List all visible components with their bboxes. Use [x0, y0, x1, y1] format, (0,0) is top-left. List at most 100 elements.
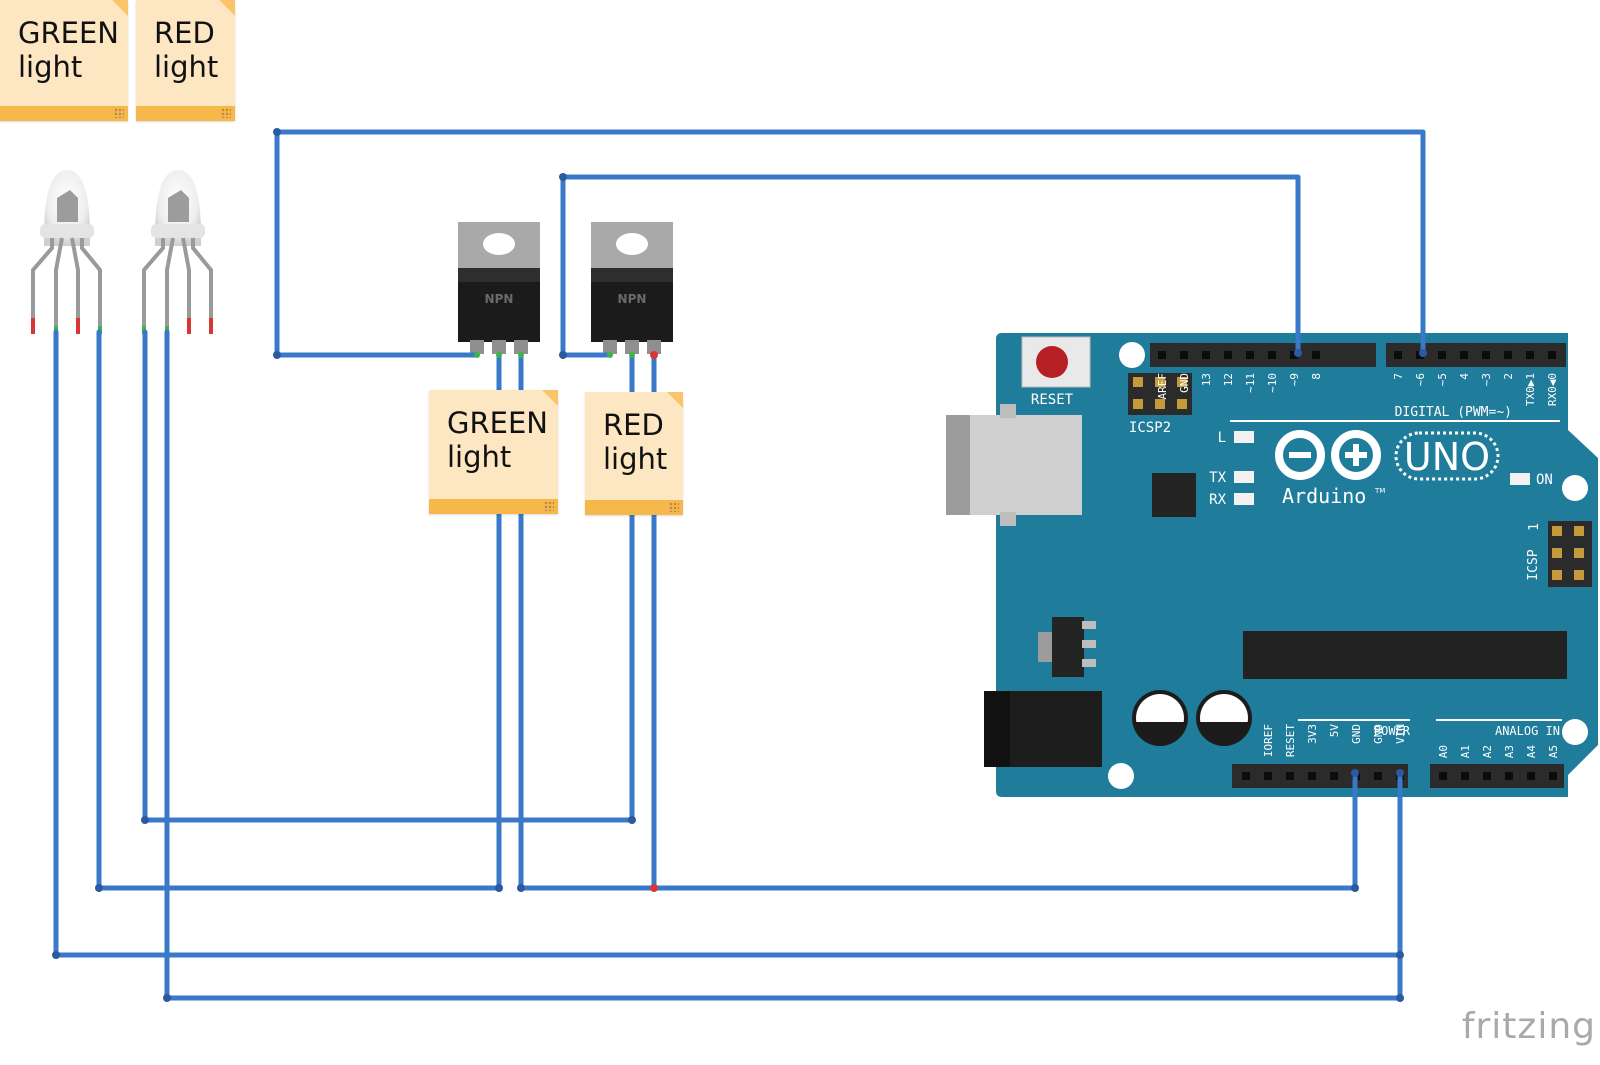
junction-red — [650, 884, 658, 892]
arduino-uno-board: RESET ICSP2 L TX RX ON — [946, 333, 1598, 797]
digital-pin — [1394, 351, 1402, 359]
digital-pin — [1290, 351, 1298, 359]
digital-pin — [1438, 351, 1446, 359]
digital-pin-label: TX0▶1 — [1524, 373, 1537, 406]
wire-pin11-to-t2-base — [560, 174, 1301, 358]
led-rx — [1234, 493, 1254, 505]
digital-pin-label: ~5 — [1436, 373, 1449, 386]
icsp-label: ICSP — [1526, 549, 1541, 580]
digital-pin-label: AREF — [1156, 373, 1169, 400]
green-endpoints — [474, 352, 635, 358]
led-on-label: ON — [1536, 472, 1553, 488]
led-l — [1234, 431, 1254, 443]
mounting-hole — [1562, 475, 1588, 501]
power-pin — [1286, 772, 1294, 780]
digital-pin — [1548, 351, 1556, 359]
reset-label: RESET — [1031, 392, 1074, 408]
digital-pin — [1224, 351, 1232, 359]
power-pin-label: GND — [1350, 724, 1363, 744]
digital-pin — [1526, 351, 1534, 359]
digital-pin-label: GND — [1178, 373, 1191, 393]
icsp2-label: ICSP2 — [1129, 420, 1171, 436]
digital-pin-label: ~6 — [1414, 373, 1427, 386]
note-top-red-text: RED light — [154, 16, 219, 84]
icsp2-header — [1128, 373, 1192, 415]
analog-section-label: ANALOG IN — [1495, 724, 1560, 738]
digital-pin-label: ~9 — [1288, 373, 1301, 386]
mounting-hole — [1119, 342, 1145, 368]
digital-header-low — [1386, 343, 1566, 367]
reset-button[interactable] — [1036, 346, 1068, 378]
digital-pin — [1504, 351, 1512, 359]
capacitor-2 — [1196, 690, 1252, 746]
digital-pin-label: 2 — [1502, 373, 1515, 380]
led-tx-label: TX — [1209, 470, 1226, 486]
usb-chip — [1152, 473, 1196, 517]
analog-pin — [1505, 772, 1513, 780]
power-pin — [1264, 772, 1272, 780]
digital-pin — [1246, 351, 1254, 359]
note-top-red[interactable]: RED light — [136, 0, 235, 121]
digital-pin-label: 13 — [1200, 373, 1213, 386]
digital-pin — [1158, 351, 1166, 359]
led-tx — [1234, 471, 1254, 483]
digital-pin-label: 12 — [1222, 373, 1235, 386]
uno-label: UNO — [1404, 435, 1490, 479]
note-mid-red[interactable]: RED light — [585, 392, 683, 515]
wire-t1-collector-led1 — [96, 329, 502, 891]
wire-gnd-emitters — [518, 352, 1358, 891]
npn-transistor-2: NPN — [591, 222, 673, 354]
analog-pin-label: A1 — [1459, 745, 1472, 758]
power-pin-nc — [1242, 772, 1250, 780]
digital-pin — [1180, 351, 1188, 359]
note-top-green[interactable]: GREEN light — [0, 0, 128, 121]
mounting-hole — [1108, 763, 1134, 789]
power-pin-label: GND — [1372, 724, 1385, 744]
digital-section-label: DIGITAL (PWM=~) — [1395, 405, 1512, 420]
power-pin — [1308, 772, 1316, 780]
digital-pin-label: RX0◀0 — [1546, 373, 1559, 406]
arduino-logo-icon — [1275, 430, 1381, 480]
t2-emitter-red-end — [650, 351, 658, 359]
regulator-tab — [1038, 632, 1054, 662]
analog-pin — [1527, 772, 1535, 780]
icsp-pin1-label: 1 — [1527, 523, 1542, 531]
wire-endpoints — [52, 128, 1427, 1002]
voltage-regulator — [1052, 617, 1084, 677]
transistor-1-label: NPN — [485, 292, 514, 306]
note-mid-red-text: RED light — [603, 408, 668, 476]
power-pin — [1374, 772, 1382, 780]
power-pin-label: 3V3 — [1306, 724, 1319, 744]
power-pin-label: RESET — [1284, 724, 1297, 757]
power-pin-label: VIN — [1394, 724, 1407, 744]
digital-pin — [1482, 351, 1490, 359]
digital-pin-label: ~10 — [1266, 373, 1279, 393]
arduino-brand-label: Arduino — [1282, 484, 1366, 508]
mcu-chip — [1243, 631, 1567, 679]
analog-pin-label: A5 — [1547, 745, 1560, 758]
analog-pin — [1549, 772, 1557, 780]
digital-pin — [1202, 351, 1210, 359]
note-mid-green[interactable]: GREEN light — [429, 390, 558, 514]
wire-vin-led2 — [164, 329, 1403, 1001]
rgb-led-1 — [31, 170, 102, 334]
digital-pin-label: 4 — [1458, 373, 1471, 380]
power-pin-label: 5V — [1328, 724, 1341, 738]
led-rx-label: RX — [1209, 492, 1226, 508]
analog-pin-label: A0 — [1437, 745, 1450, 758]
led-l-label: L — [1218, 430, 1226, 446]
analog-pin-label: A2 — [1481, 745, 1494, 758]
power-section-label: POWER — [1374, 724, 1411, 738]
analog-pin-label: A3 — [1503, 745, 1516, 758]
mounting-hole — [1562, 719, 1588, 745]
wire-pin6-to-t1-base — [274, 129, 1426, 358]
power-pin-label: IOREF — [1262, 724, 1275, 757]
digital-pin-label: 8 — [1310, 373, 1323, 380]
analog-pin — [1483, 772, 1491, 780]
transistor-2-label: NPN — [618, 292, 647, 306]
rgb-led-2 — [142, 170, 213, 334]
digital-pin-label: ~3 — [1480, 373, 1493, 386]
